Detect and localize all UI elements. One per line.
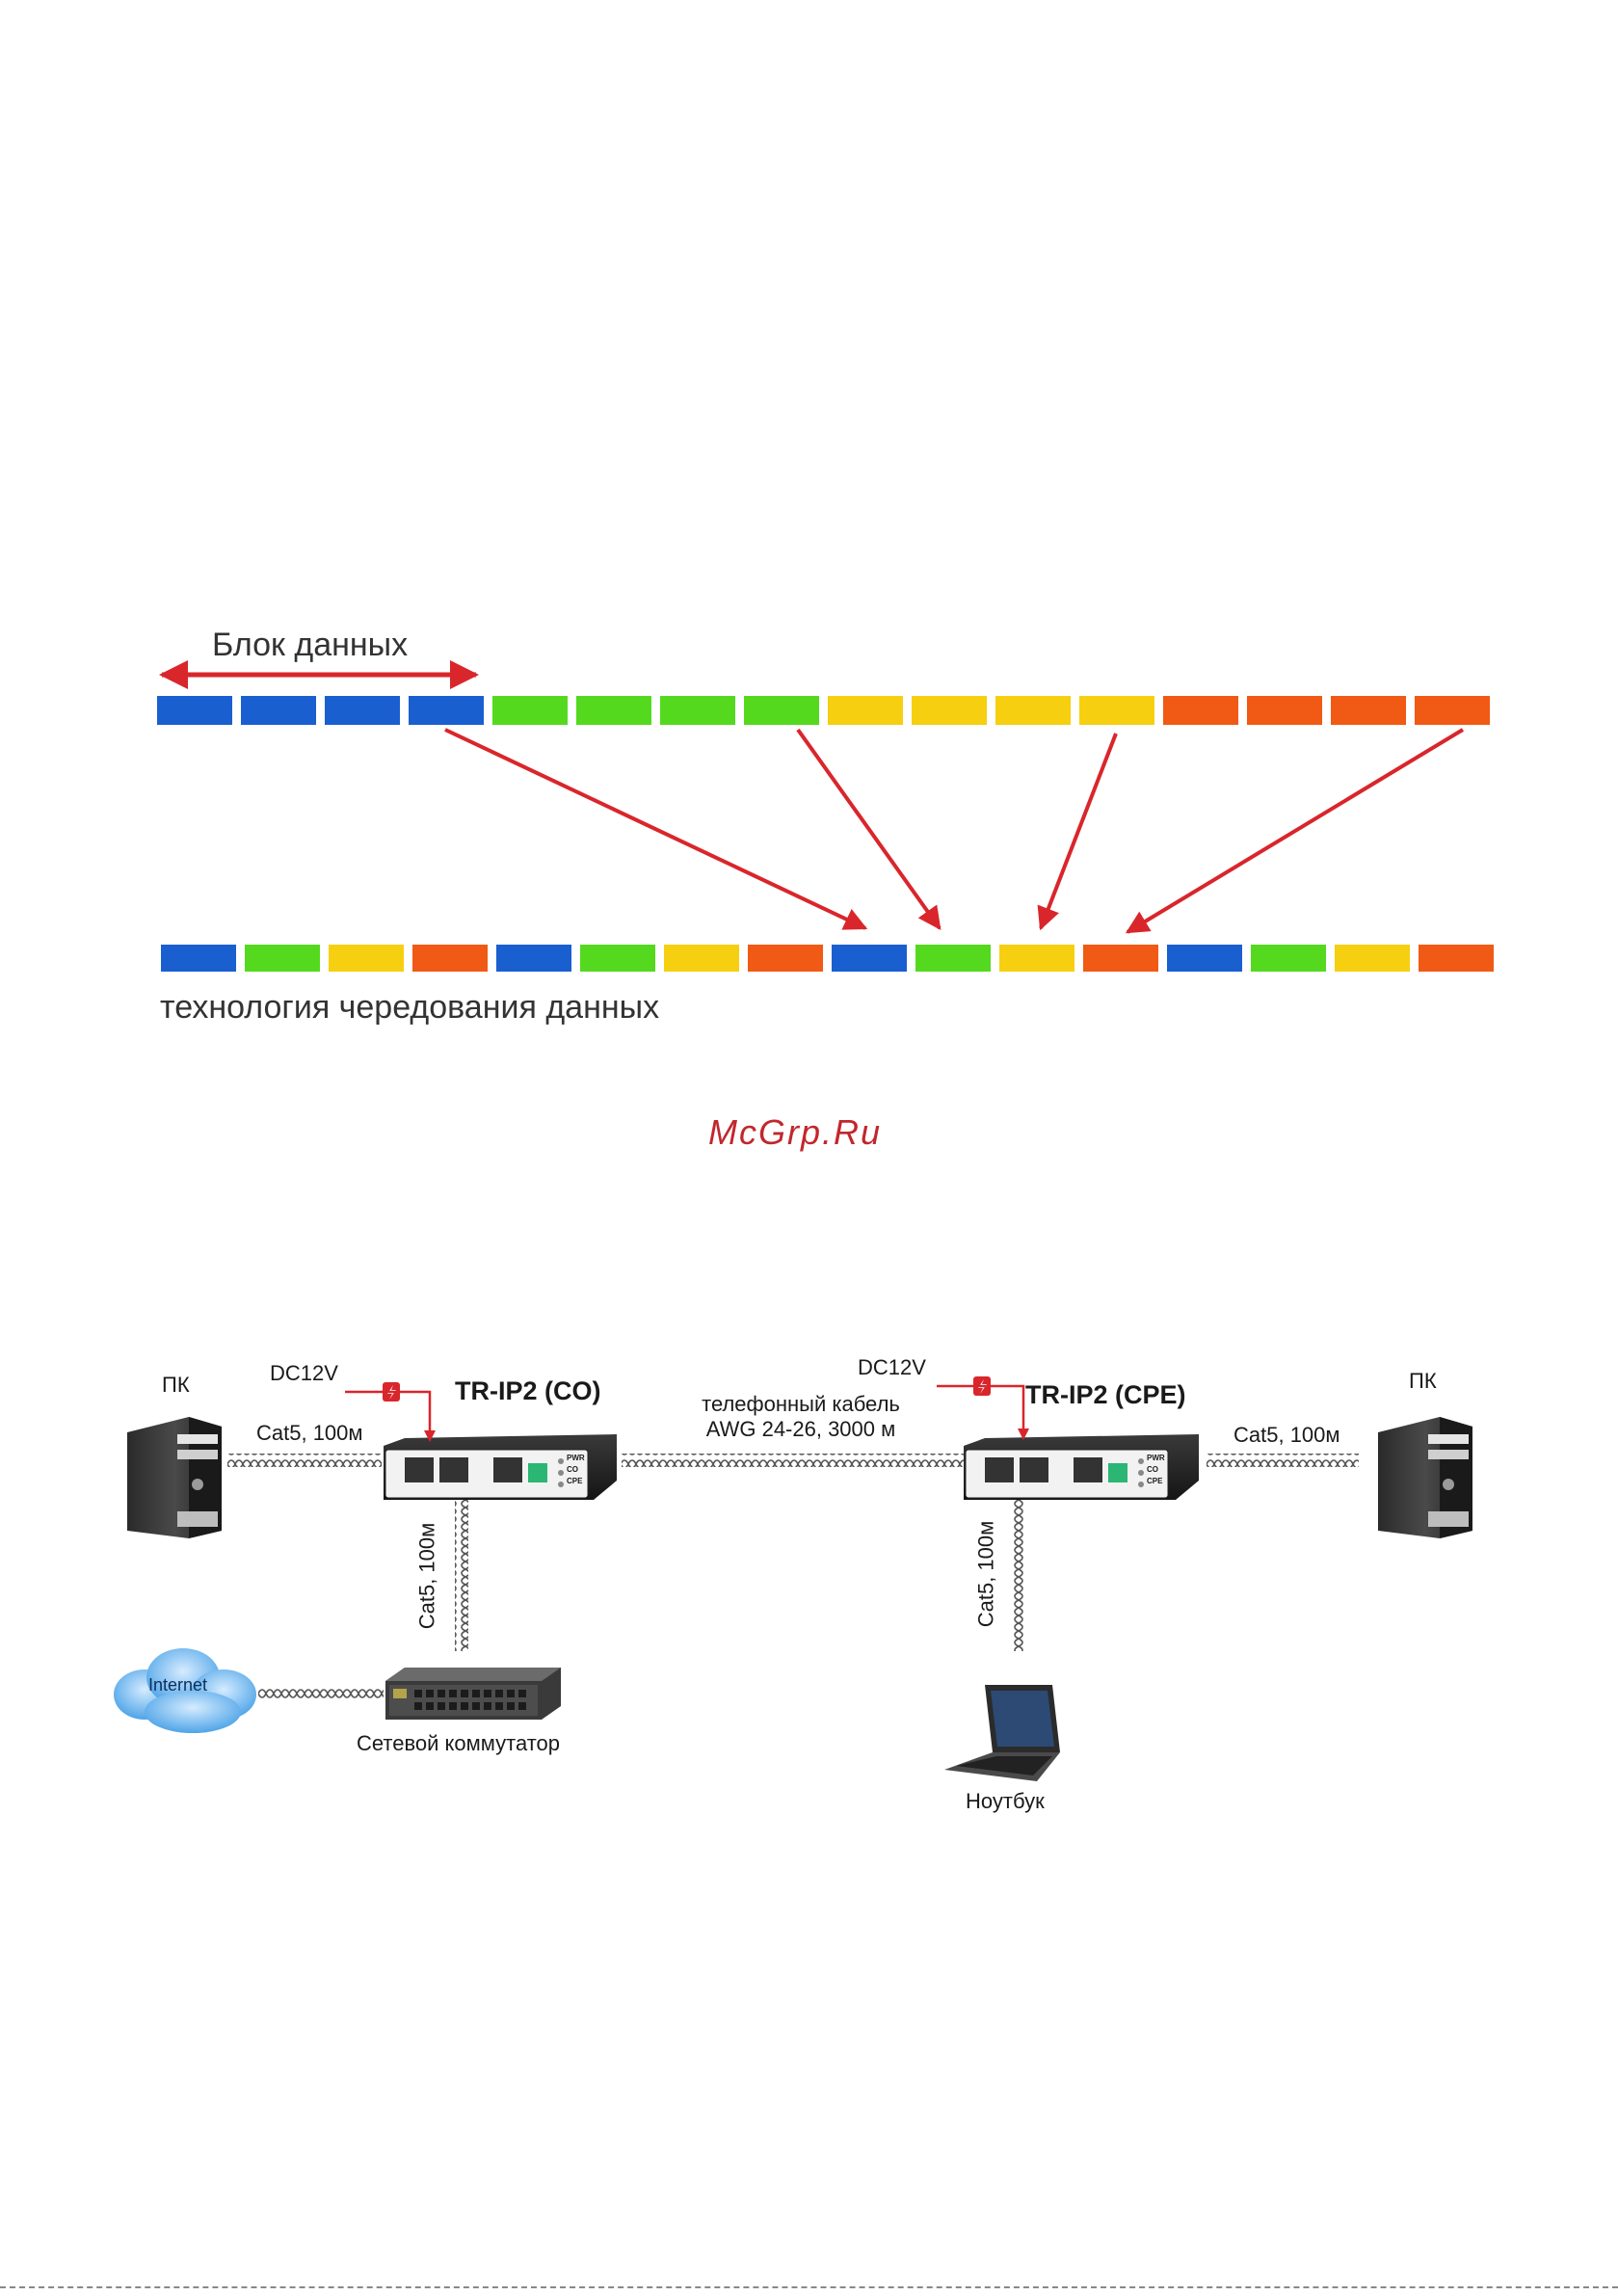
cable-pc-left <box>227 1454 382 1467</box>
cable-vertical-right <box>1012 1499 1025 1651</box>
power-label-right: DC12V <box>858 1355 926 1380</box>
cable-right-label: Cat5, 100м <box>1233 1423 1340 1448</box>
device-cpe-title: TR-IP2 (CPE) <box>1025 1380 1186 1410</box>
cable-vertical-left <box>455 1499 468 1651</box>
vertical-cable-left-label: Cat5, 100м <box>414 1523 439 1630</box>
cable-left-label: Cat5, 100м <box>256 1421 363 1446</box>
phone-cable-line1: телефонный кабель <box>663 1392 939 1417</box>
device-cpe-icon <box>964 1434 1199 1500</box>
co-led-cpe: CPE <box>567 1477 582 1485</box>
cable-pc-right <box>1207 1454 1359 1467</box>
cable-phone-line <box>622 1454 964 1467</box>
network-switch-icon <box>385 1668 561 1720</box>
device-co-icon <box>384 1434 617 1500</box>
cpe-led-pwr: PWR <box>1147 1454 1165 1462</box>
pc-left-label: ПК <box>162 1373 190 1398</box>
cpe-led-cpe: CPE <box>1147 1477 1162 1485</box>
internet-label: Internet <box>148 1675 207 1695</box>
device-co-title: TR-IP2 (CO) <box>455 1376 601 1406</box>
co-led-co: CO <box>567 1465 578 1474</box>
cable-internet-switch <box>258 1685 384 1698</box>
pc-left-icon <box>127 1417 222 1538</box>
cpe-led-co: CO <box>1147 1465 1158 1474</box>
footer-rule <box>0 2286 1618 2288</box>
vertical-cable-right-label: Cat5, 100м <box>973 1521 998 1628</box>
pc-right-icon <box>1378 1417 1472 1538</box>
switch-label: Сетевой коммутатор <box>357 1731 560 1756</box>
phone-cable-line2: AWG 24-26, 3000 м <box>663 1417 939 1442</box>
co-led-pwr: PWR <box>567 1454 585 1462</box>
phone-cable-label: телефонный кабель AWG 24-26, 3000 м <box>663 1392 939 1442</box>
pc-right-label: ПК <box>1409 1369 1437 1394</box>
laptop-icon <box>944 1685 1060 1781</box>
power-label-left: DC12V <box>270 1361 338 1386</box>
laptop-label: Ноутбук <box>966 1789 1045 1814</box>
